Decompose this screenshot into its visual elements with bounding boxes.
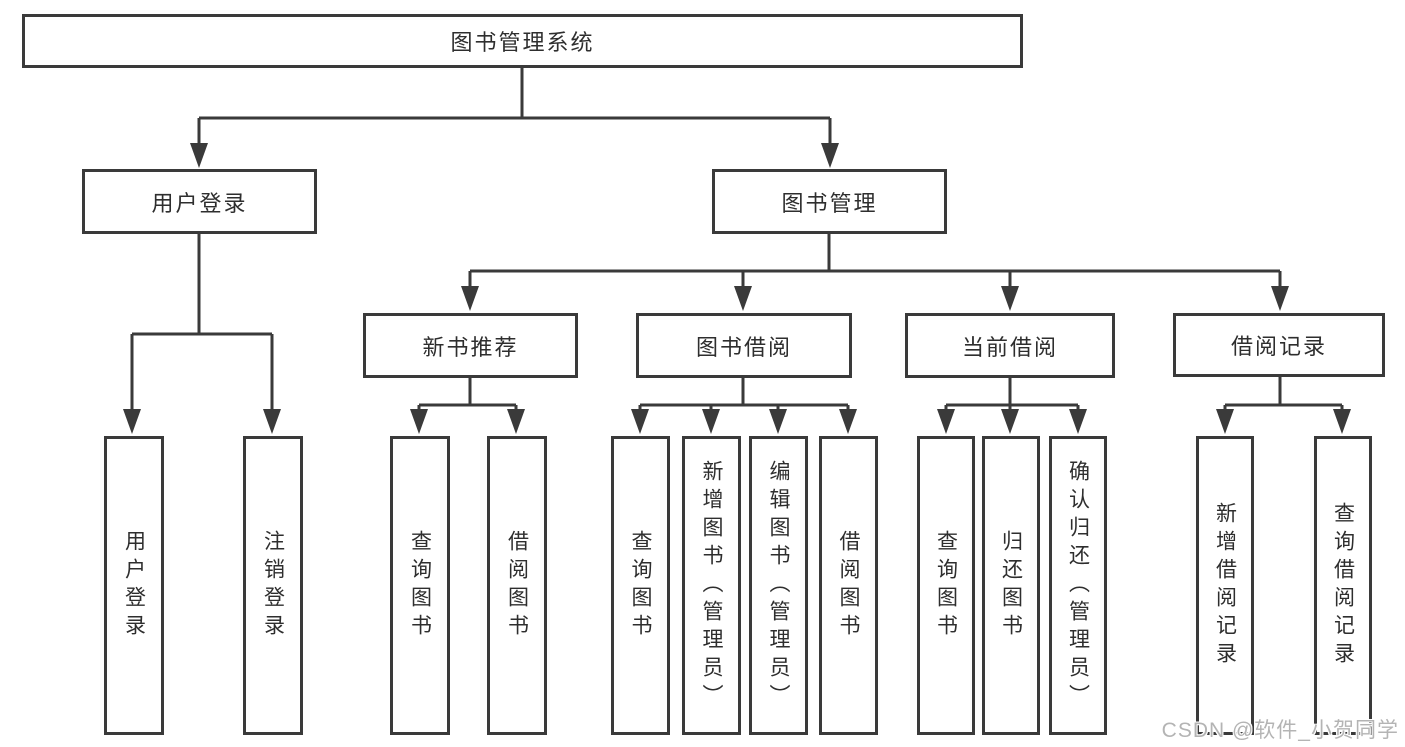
node-label: 借阅图书 (837, 529, 860, 642)
node-borrow-records: 借阅记录 (1173, 313, 1385, 377)
node-book-borrow: 图书借阅 (636, 313, 852, 378)
node-label: 归还图书 (999, 529, 1023, 642)
leaf-add-book-admin: 新增图书（管理员） (682, 436, 741, 735)
leaf-return-book: 归还图书 (982, 436, 1040, 735)
node-label: 借阅图书 (505, 529, 529, 642)
node-label: 图书管理系统 (450, 30, 595, 55)
node-label: 查询图书 (934, 529, 958, 642)
leaf-borrow-books-recommend: 借阅图书 (487, 436, 547, 735)
leaf-add-borrow-record: 新增借阅记录 (1196, 436, 1254, 735)
node-label: 图书借阅 (695, 334, 792, 360)
leaf-query-books-borrow: 查询图书 (611, 436, 670, 735)
node-user-login: 用户登录 (82, 169, 317, 234)
node-label: 用户登录 (151, 190, 248, 216)
csdn-watermark: CSDN @软件_小贺同学 (1161, 719, 1399, 742)
node-label: 编辑图书（管理员） (767, 459, 790, 712)
node-new-book-recommend: 新书推荐 (363, 313, 578, 378)
node-label: 查询借阅记录 (1331, 501, 1355, 670)
node-label: 新增借阅记录 (1213, 501, 1237, 670)
leaf-query-borrow-record: 查询借阅记录 (1314, 436, 1372, 735)
node-label: 图书管理 (781, 190, 878, 216)
node-label: 借阅记录 (1230, 334, 1327, 359)
leaf-borrow-books: 借阅图书 (819, 436, 878, 735)
node-label: 查询图书 (629, 529, 652, 642)
leaf-user-login: 用户登录 (104, 436, 164, 735)
node-current-borrow: 当前借阅 (905, 313, 1115, 378)
leaf-confirm-return-admin: 确认归还（管理员） (1049, 436, 1107, 735)
node-label: 查询图书 (408, 529, 432, 642)
leaf-query-books-recommend: 查询图书 (390, 436, 450, 735)
node-book-management: 图书管理 (712, 169, 947, 234)
node-label: 注销登录 (261, 529, 285, 642)
leaf-query-books-current: 查询图书 (917, 436, 975, 735)
node-label: 新增图书（管理员） (700, 459, 723, 712)
node-library-management-system: 图书管理系统 (22, 14, 1023, 68)
node-label: 当前借阅 (961, 334, 1058, 360)
node-label: 用户登录 (122, 529, 146, 642)
node-label: 新书推荐 (422, 334, 519, 360)
node-label: 确认归还（管理员） (1066, 459, 1090, 712)
leaf-edit-book-admin: 编辑图书（管理员） (749, 436, 808, 735)
leaf-logout: 注销登录 (243, 436, 303, 735)
